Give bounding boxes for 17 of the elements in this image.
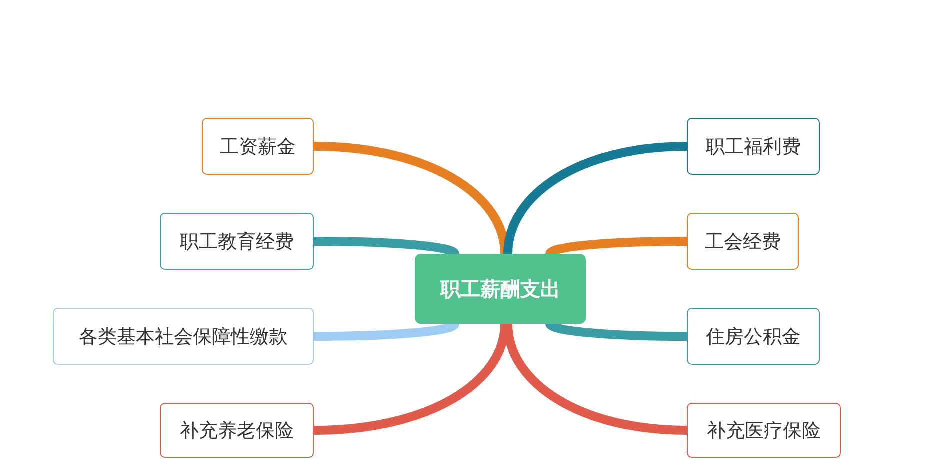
branch-line — [504, 142, 688, 254]
topic-box: 各类基本社会保障性缴款 — [53, 308, 314, 365]
topic-box: 住房公积金 — [687, 308, 820, 365]
branch-line — [314, 324, 510, 435]
branch-line — [546, 322, 688, 341]
topic-box: 职工福利费 — [687, 118, 820, 175]
branch-line — [504, 324, 688, 435]
branch-line — [314, 142, 510, 254]
branch-line — [314, 321, 459, 341]
topic-box: 补充养老保险 — [160, 403, 314, 458]
central-topic-box: 职工薪酬支出 — [415, 254, 586, 324]
topic-box: 工资薪金 — [202, 118, 314, 175]
topic-box: 工会经费 — [687, 213, 799, 270]
branch-line — [314, 237, 459, 257]
topic-box: 补充医疗保险 — [687, 403, 841, 458]
branch-line — [546, 237, 688, 256]
topic-box: 职工教育经费 — [160, 213, 314, 270]
